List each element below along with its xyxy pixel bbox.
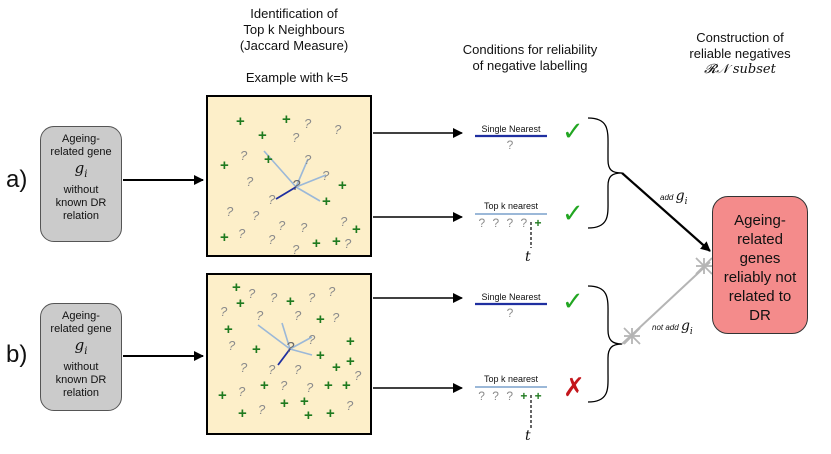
- question-symbol: ?: [280, 378, 288, 393]
- neighbour-panel-a: + + + + + + + + + + + ? ? ? ? ? ? ? ? ? …: [206, 95, 372, 257]
- plus-symbol: +: [232, 279, 241, 296]
- question-symbol: ?: [248, 286, 256, 301]
- plus-symbol: +: [218, 387, 227, 404]
- question-symbol: ?: [238, 384, 246, 399]
- plus-symbol: +: [332, 233, 341, 250]
- question-symbol: ?: [332, 310, 340, 325]
- question-symbol: ?: [270, 290, 278, 305]
- question-symbol: ?: [220, 304, 228, 319]
- query-gene-symbol: ?: [286, 339, 295, 356]
- question-symbol: ?: [226, 204, 234, 219]
- question-symbol: ?: [268, 232, 276, 247]
- plus-symbol: +: [224, 321, 233, 338]
- question-symbol: ?: [300, 220, 308, 235]
- not-add-label: not add gi: [652, 318, 693, 337]
- neighbour-panel-b: + + + + + + + + + + + + + + + + + + + ? …: [206, 273, 372, 435]
- question-symbol: ?: [240, 148, 248, 163]
- plus-symbol: +: [342, 377, 351, 394]
- plus-symbol: +: [346, 353, 355, 370]
- plus-symbol: +: [264, 151, 273, 168]
- question-symbol: ?: [268, 362, 276, 377]
- plus-symbol: +: [316, 347, 325, 364]
- plus-symbol: +: [300, 393, 309, 410]
- neighbour-lines-a: [263, 150, 327, 202]
- question-symbol: ?: [258, 402, 266, 417]
- gene-variable: gi: [74, 159, 88, 180]
- threshold-label: t: [525, 249, 531, 265]
- question-symbol: ?: [294, 308, 302, 323]
- plus-symbol: +: [332, 359, 341, 376]
- cross-mark: ✗: [563, 372, 585, 402]
- question-symbol: ?: [308, 332, 316, 347]
- gene-box-a: Ageing- related gene gi without known DR…: [40, 126, 122, 242]
- plus-symbol: +: [280, 395, 289, 412]
- question-symbol: ?: [328, 284, 336, 299]
- plus-symbol: +: [326, 405, 335, 422]
- plus-symbol: +: [282, 111, 291, 128]
- plus-symbol: +: [260, 377, 269, 394]
- question-symbol: ?: [278, 218, 286, 233]
- check-mark: ✓: [562, 286, 584, 316]
- plus-symbol: +: [352, 221, 361, 238]
- plus-symbol: +: [316, 311, 325, 328]
- question-symbol: ?: [344, 236, 352, 251]
- question-symbol: ?: [308, 290, 316, 305]
- row-label-a: a): [6, 166, 28, 193]
- gene-box-b: Ageing- related gene gi without known DR…: [40, 303, 122, 411]
- header-construction: Construction of reliable negatives 𝓡𝒩 su…: [689, 30, 791, 77]
- question-symbol: ?: [240, 360, 248, 375]
- question-symbol: ?: [346, 398, 354, 413]
- question-symbol: ?: [322, 168, 330, 183]
- plus-symbol: +: [322, 193, 331, 210]
- check-mark: ✓: [562, 116, 584, 146]
- question-symbol: ?: [246, 174, 254, 189]
- plus-symbol: +: [220, 229, 229, 246]
- reliable-negatives-box: Ageing- related genes reliably not relat…: [712, 196, 808, 334]
- plus-symbol: +: [286, 293, 295, 310]
- condition-top-k-nearest-a: Top k nearest ? ? ? ? + t: [475, 201, 547, 265]
- question-symbol: ?: [292, 242, 300, 257]
- plus-symbol: +: [238, 405, 247, 422]
- plus-symbol: +: [346, 333, 355, 350]
- plus-symbol: +: [252, 341, 261, 358]
- question-symbol: ?: [304, 152, 312, 167]
- plus-symbol: +: [220, 157, 229, 174]
- question-symbol: ?: [228, 338, 236, 353]
- check-mark: ✓: [562, 198, 584, 228]
- question-symbol: ?: [304, 116, 312, 131]
- plus-symbol: +: [304, 407, 313, 424]
- query-gene-symbol: ?: [292, 177, 301, 194]
- header-conditions: Conditions for reliability of negative l…: [462, 42, 598, 73]
- condition-top-k-nearest-b: Top k nearest ? ? ? + + t: [475, 374, 547, 444]
- condition-single-nearest-a: Single Nearest ?: [475, 124, 547, 152]
- question-symbol: ?: [354, 368, 362, 383]
- question-symbol: ?: [334, 122, 342, 137]
- header-identification: Identification of Top k Neighbours (Jacc…: [239, 6, 349, 53]
- question-symbol: ?: [268, 192, 276, 207]
- gene-variable: gi: [74, 336, 88, 357]
- plus-symbol: +: [236, 295, 245, 312]
- threshold-label: t: [525, 428, 531, 444]
- condition-single-nearest-b: Single Nearest ?: [475, 292, 547, 320]
- row-label-b: b): [6, 341, 28, 368]
- question-symbol: ?: [292, 130, 300, 145]
- plus-symbol: +: [312, 235, 321, 252]
- plus-symbol: +: [338, 177, 347, 194]
- add-label: add gi: [660, 188, 688, 207]
- question-symbol: ?: [238, 226, 246, 241]
- question-symbol: ?: [306, 380, 314, 395]
- plus-symbol: +: [324, 377, 333, 394]
- question-symbol: ?: [340, 214, 348, 229]
- question-symbol: ?: [294, 362, 302, 377]
- plus-symbol: +: [258, 127, 267, 144]
- question-symbol: ?: [252, 208, 260, 223]
- question-symbol: ?: [256, 308, 264, 323]
- plus-symbol: +: [236, 113, 245, 130]
- neighbour-lines-b: [257, 322, 313, 366]
- header-example: Example with k=5: [245, 70, 349, 85]
